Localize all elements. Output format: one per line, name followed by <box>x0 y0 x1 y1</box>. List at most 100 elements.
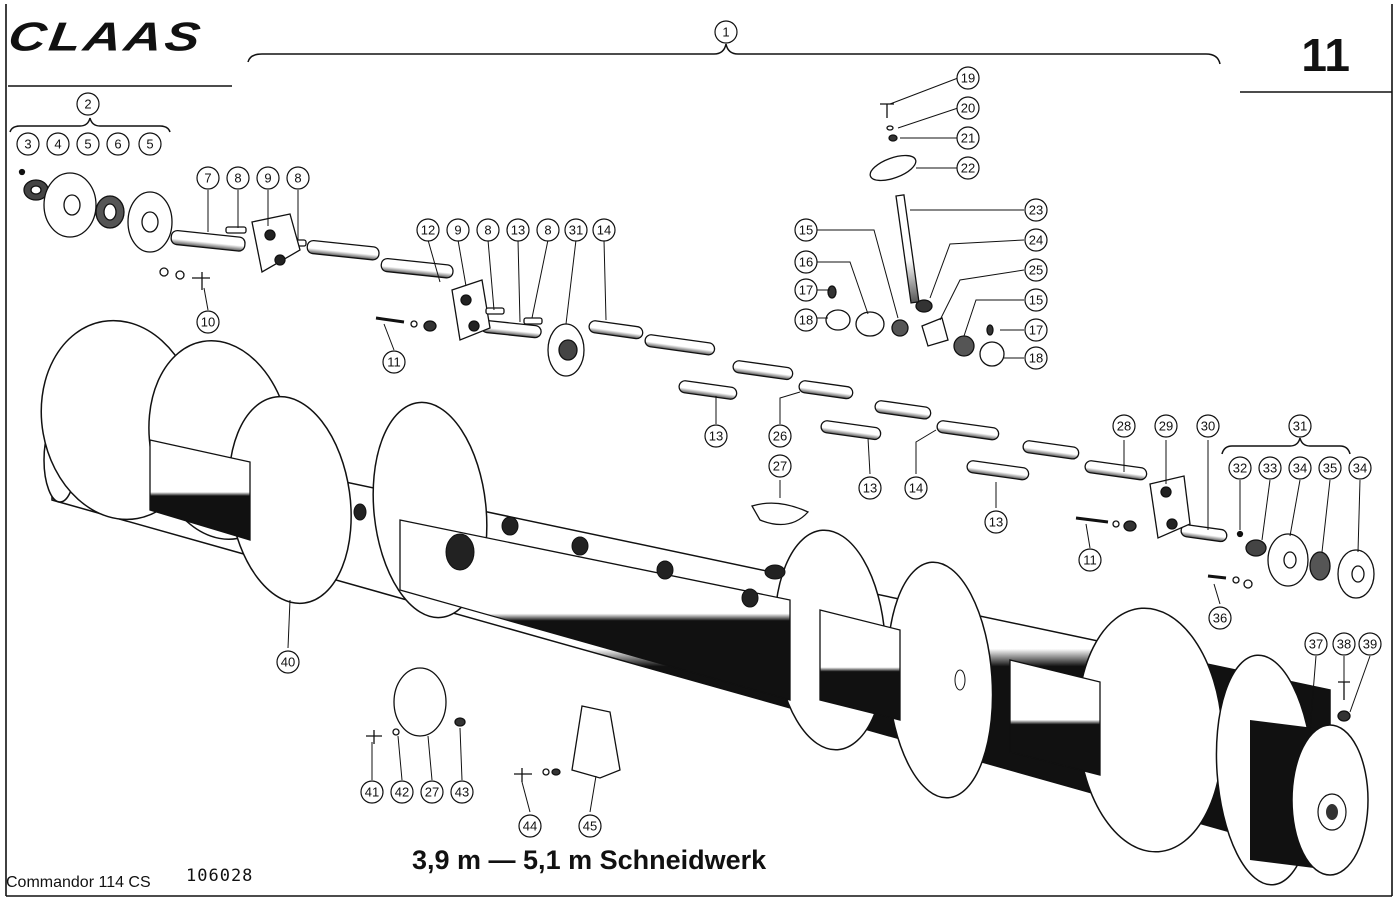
callout-c23: 23 <box>1024 198 1048 222</box>
callout-circle <box>794 218 818 242</box>
callout-label: 18 <box>1029 351 1043 366</box>
callout-circle <box>1258 456 1282 480</box>
callout-label: 11 <box>1083 553 1097 568</box>
callout-c27a: 27 <box>768 454 792 478</box>
callout-circle <box>1208 606 1232 630</box>
callout-label: 25 <box>1029 263 1043 278</box>
callout-circle <box>196 166 220 190</box>
cover-plates <box>366 502 810 782</box>
callout-c1: 1 <box>714 20 738 44</box>
callout-c31a: 31 <box>564 218 588 242</box>
callout-c7: 7 <box>196 166 220 190</box>
diagram-caption: 3,9 m — 5,1 m Schneidwerk <box>412 845 767 875</box>
callout-label: 13 <box>863 481 877 496</box>
callout-circle <box>956 156 980 180</box>
callout-circle <box>1358 632 1382 656</box>
callout-c18b: 18 <box>1024 346 1048 370</box>
callout-label: 5 <box>146 137 153 152</box>
callout-c45: 45 <box>578 814 602 838</box>
callout-label: 8 <box>544 223 551 238</box>
callout-c35: 35 <box>1318 456 1342 480</box>
callout-c15a: 15 <box>794 218 818 242</box>
callout-label: 8 <box>294 171 301 186</box>
callout-c36: 36 <box>1208 606 1232 630</box>
callout-label: 27 <box>425 785 439 800</box>
callout-circle <box>16 132 40 156</box>
arm-9-center <box>375 279 585 377</box>
callout-label: 9 <box>454 223 461 238</box>
leader-lines <box>203 44 1371 813</box>
callout-label: 6 <box>114 137 121 152</box>
callout-c4: 4 <box>46 132 70 156</box>
callout-circle <box>1112 414 1136 438</box>
callout-c9a: 9 <box>256 166 280 190</box>
callout-c5b: 5 <box>138 132 162 156</box>
callout-circle <box>138 132 162 156</box>
callout-label: 14 <box>909 481 923 496</box>
callout-label: 5 <box>84 137 91 152</box>
callout-c19: 19 <box>956 66 980 90</box>
callout-circle <box>984 510 1008 534</box>
callout-c41: 41 <box>360 780 384 804</box>
callout-circle <box>390 780 414 804</box>
callout-c17b: 17 <box>1024 318 1048 342</box>
callout-circle <box>382 350 406 374</box>
page-number: 11 <box>1301 29 1350 81</box>
callout-circle <box>256 166 280 190</box>
callout-circle <box>1332 632 1356 656</box>
callout-label: 38 <box>1337 637 1351 652</box>
callout-label: 32 <box>1233 461 1247 476</box>
callout-circle <box>1288 414 1312 438</box>
callout-label: 20 <box>961 101 975 116</box>
tube-holes <box>353 503 966 691</box>
callout-label: 36 <box>1213 611 1227 626</box>
callout-label: 16 <box>799 255 813 270</box>
callout-circle <box>794 308 818 332</box>
callout-c21: 21 <box>956 126 980 150</box>
callout-c30: 30 <box>1196 414 1220 438</box>
callout-label: 33 <box>1263 461 1277 476</box>
callout-c29: 29 <box>1154 414 1178 438</box>
callout-c27b: 27 <box>420 780 444 804</box>
callout-c33: 33 <box>1258 456 1282 480</box>
callout-label: 3 <box>24 137 31 152</box>
callout-c6: 6 <box>106 132 130 156</box>
callout-label: 10 <box>201 315 215 330</box>
callout-c42: 42 <box>390 780 414 804</box>
callout-c20: 20 <box>956 96 980 120</box>
callout-circle <box>794 278 818 302</box>
callout-c13a: 13 <box>506 218 530 242</box>
callout-label: 21 <box>961 131 975 146</box>
callout-c13d: 13 <box>984 510 1008 534</box>
callout-label: 31 <box>1293 419 1307 434</box>
callout-circle <box>704 424 728 448</box>
callout-circle <box>1024 198 1048 222</box>
callout-label: 30 <box>1201 419 1215 434</box>
callout-label: 44 <box>523 819 537 834</box>
callout-label: 17 <box>1029 323 1043 338</box>
callout-label: 17 <box>799 283 813 298</box>
callout-c8d: 8 <box>536 218 560 242</box>
callout-c11b: 11 <box>1078 548 1102 572</box>
callout-circle <box>858 476 882 500</box>
callout-label: 15 <box>799 223 813 238</box>
callout-label: 23 <box>1029 203 1043 218</box>
callout-label: 13 <box>709 429 723 444</box>
callout-label: 15 <box>1029 293 1043 308</box>
callout-circle <box>76 132 100 156</box>
callout-circle <box>446 218 470 242</box>
callout-circle <box>1024 228 1048 252</box>
callout-label: 28 <box>1117 419 1131 434</box>
callout-circle <box>1024 318 1048 342</box>
callout-c8c: 8 <box>476 218 500 242</box>
callout-circle <box>276 650 300 674</box>
callout-circle <box>904 476 928 500</box>
callout-label: 40 <box>281 655 295 670</box>
callout-circle <box>956 96 980 120</box>
callout-c25: 25 <box>1024 258 1048 282</box>
callout-c39: 39 <box>1358 632 1382 656</box>
callout-c13c: 13 <box>858 476 882 500</box>
callout-circle <box>578 814 602 838</box>
callout-c12: 12 <box>416 218 440 242</box>
